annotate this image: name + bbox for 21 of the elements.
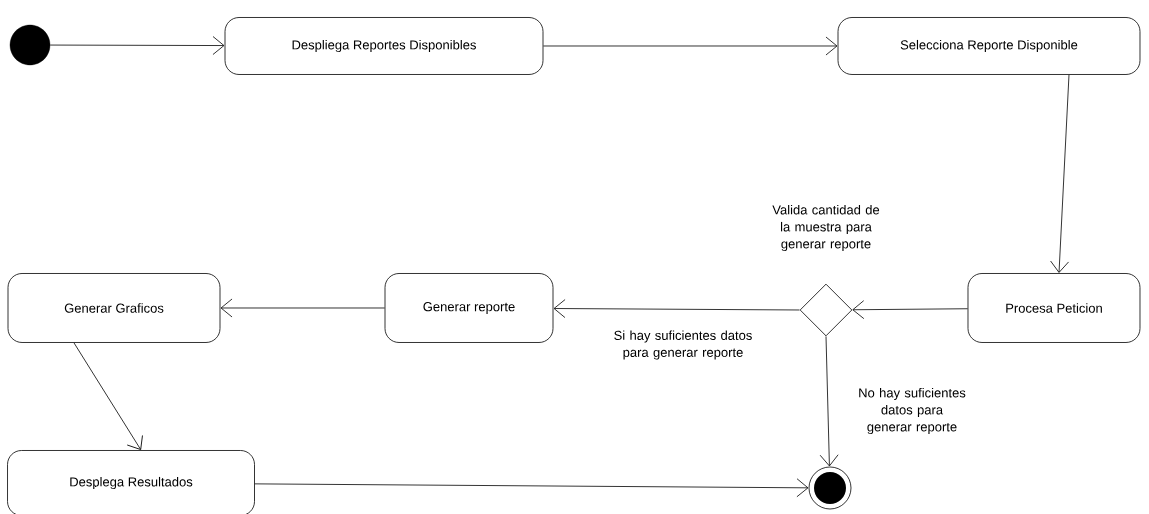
arrow: [553, 299, 800, 318]
edge-label: Si hay suficientes datos para generar reporte: [607, 329, 759, 361]
arrow: [49, 36, 225, 55]
activity-box: Generar Graficos: [7, 273, 221, 343]
activity-box: Generar reporte: [384, 273, 554, 343]
decision-diamond: [799, 283, 853, 337]
arrow: [73, 342, 143, 450]
arrow: [1050, 74, 1070, 273]
activity-box: Procesa Peticion: [967, 273, 1141, 343]
arrow: [254, 478, 809, 498]
initial-node: [9, 24, 51, 66]
arrow: [819, 336, 839, 467]
arrow: [220, 298, 385, 318]
activity-box: Desplega Resultados: [7, 450, 255, 514]
arrow: [543, 36, 838, 56]
activity-box: Selecciona Reporte Disponible: [837, 17, 1141, 75]
activity-box: Despliega Reportes Disponibles: [224, 17, 544, 75]
edge-label: No hay suficientes datos para generar reporte: [848, 386, 976, 436]
condition-label: Valida cantidad de la muestra para generar reporte: [772, 204, 880, 252]
final-node: [808, 466, 852, 510]
arrow: [852, 300, 968, 320]
